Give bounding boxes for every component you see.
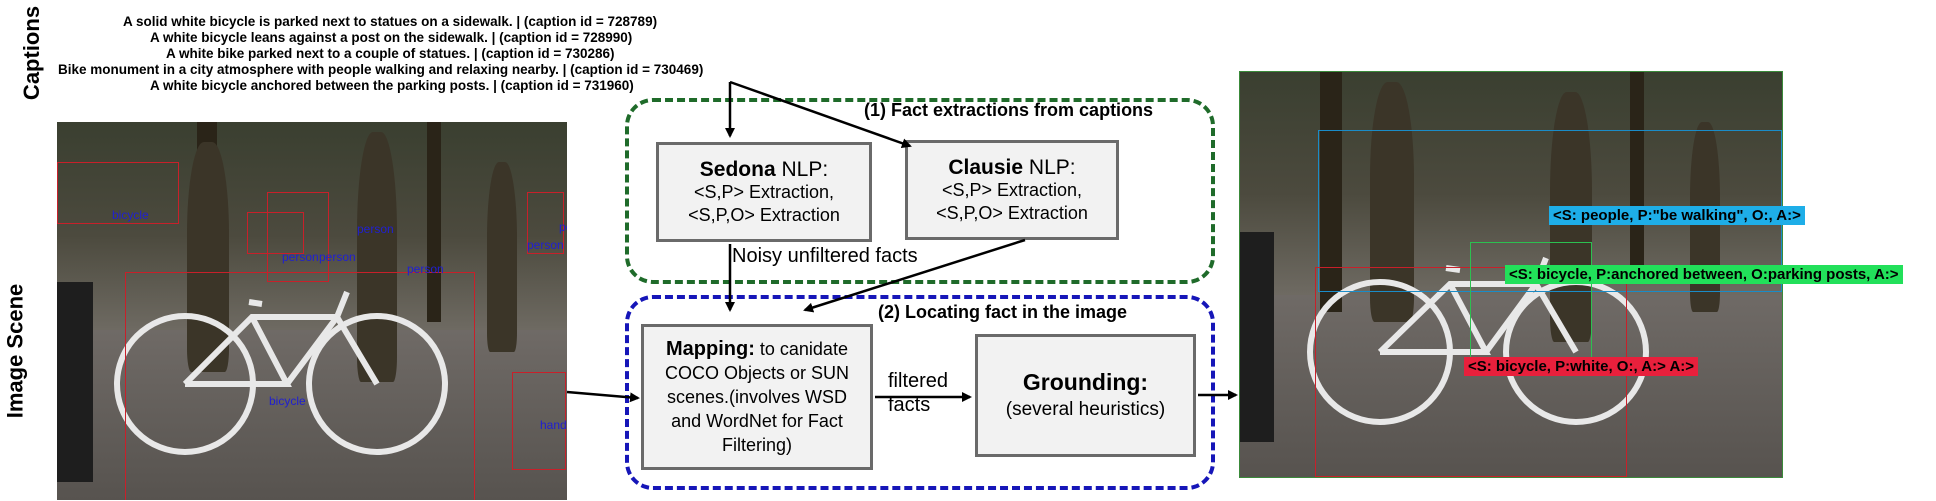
object-label-person: person <box>559 220 567 234</box>
fact-tag-bicycle-white: <S: bicycle, P:white, O:, A:> A:> <box>1464 357 1699 376</box>
grounding-text: (several heuristics) <box>1005 398 1166 420</box>
bicycle-drawing <box>114 290 448 455</box>
captions-side-label: Captions <box>19 5 45 101</box>
object-label-handbag: handbag <box>540 418 567 432</box>
sedona-name: Sedona <box>699 157 776 181</box>
clausie-name: Clausie <box>948 155 1024 179</box>
filtered-facts-label: filtered facts <box>888 370 949 416</box>
object-label-person: person <box>407 262 444 276</box>
sedona-nlp-box: Sedona NLP: <S,P> Extraction, <S,P,O> Ex… <box>656 142 872 242</box>
sedona-suffix: NLP: <box>775 157 829 181</box>
locating-title: (2) Locating fact in the image <box>878 302 1128 322</box>
noisy-facts-label: Noisy unfiltered facts <box>732 245 918 267</box>
object-label-person: person <box>527 238 564 252</box>
object-label-bicycle: bicycle <box>269 394 306 408</box>
sedona-line2: <S,P,O> Extraction <box>688 204 840 225</box>
caption-4: Bike monument in a city atmosphere with … <box>58 62 704 77</box>
fact-tag-bicycle-anchored: <S: bicycle, P:anchored between, O:parki… <box>1505 265 1903 284</box>
mapping-box: Mapping: to canidate COCO Objects or SUN… <box>641 324 873 470</box>
fact-extraction-title: (1) Fact extractions from captions <box>864 100 1154 120</box>
object-label-person: person <box>282 250 319 264</box>
clausie-line2: <S,P,O> Extraction <box>936 202 1088 223</box>
object-label-person: person <box>319 250 356 264</box>
object-label-person: person <box>357 222 394 236</box>
clausie-nlp-box: Clausie NLP: <S,P> Extraction, <S,P,O> E… <box>905 140 1119 240</box>
clausie-suffix: NLP: <box>1023 155 1076 179</box>
mapping-text: to canidate COCO Objects or SUN scenes.(… <box>664 339 850 455</box>
grounding-head: Grounding: <box>1022 368 1149 395</box>
sedona-line1: <S,P> Extraction, <box>693 181 835 202</box>
object-label-bicycle: bicycle <box>112 208 149 222</box>
bicycle-drawing <box>1307 256 1649 425</box>
caption-5: A white bicycle anchored between the par… <box>150 78 634 93</box>
clausie-line1: <S,P> Extraction, <box>941 179 1083 200</box>
fact-tag-people: <S: people, P:"be walking", O:, A:> <box>1549 206 1805 225</box>
caption-3: A white bike parked next to a couple of … <box>166 46 615 61</box>
caption-2: A white bicycle leans against a post on … <box>150 30 633 45</box>
grounded-scene-image <box>1239 71 1783 478</box>
input-scene-image: bicycle handbag person person person per… <box>57 122 567 500</box>
caption-1: A solid white bicycle is parked next to … <box>123 14 658 29</box>
mapping-head: Mapping: <box>666 338 755 360</box>
image-scene-side-label: Image Scene <box>2 283 28 419</box>
grounding-box: Grounding: (several heuristics) <box>975 334 1196 457</box>
